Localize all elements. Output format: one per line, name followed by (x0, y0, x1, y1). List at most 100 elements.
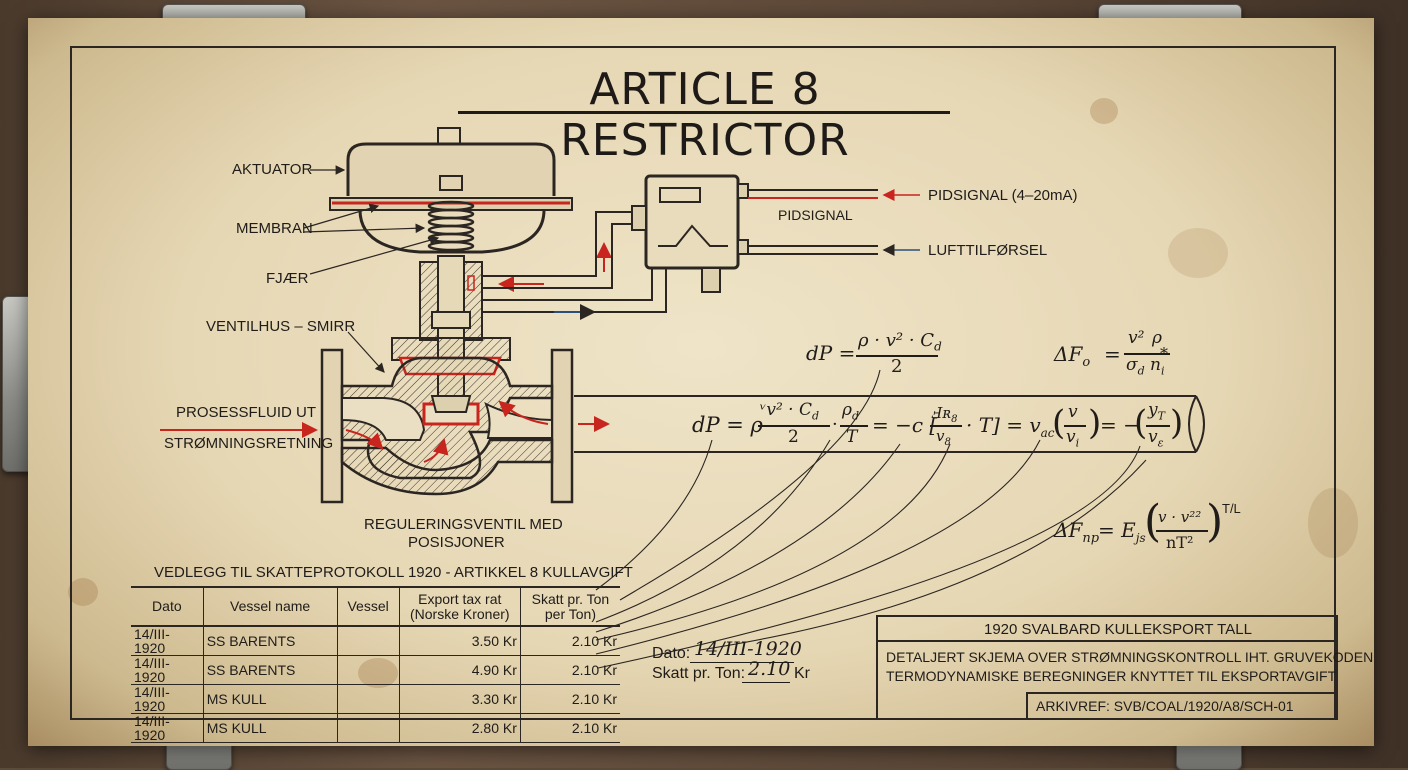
header-vessel: Vessel (336, 586, 400, 627)
eq4-paren-close: ) (1206, 496, 1224, 547)
label-regulering-line2: POSISJONER (408, 534, 505, 551)
cell-vessel (336, 684, 400, 714)
reference-curves (595, 369, 1147, 669)
table-row: 14/III-1920 SS BARENTS 3.50 Kr 2.10 Kr (131, 626, 620, 656)
cell-vessel (336, 655, 400, 685)
eq3-lhs: dP = ρ (692, 413, 763, 437)
pipe (574, 395, 1205, 453)
eq2-frac2-den: ni (1150, 355, 1165, 378)
archive-ref-box (1026, 692, 1338, 720)
eq4-lhs: ΔFnp (1054, 518, 1100, 546)
eq4-numerator: v · v²² (1158, 508, 1202, 526)
eq2-frac1-bar (1124, 353, 1154, 355)
cell-vessel (336, 626, 400, 656)
cell-export-tax: 4.90 Kr (398, 655, 521, 685)
table-row: 14/III-1920 SS BARENTS 4.90 Kr 2.10 Kr (131, 655, 620, 685)
label-fjaer: FJÆR (266, 270, 309, 287)
eq3-frac4-den: vi (1066, 427, 1080, 450)
eq3-paren2-close: ) (1170, 403, 1184, 443)
cell-skatt: 2.10 Kr (519, 655, 620, 685)
label-prosessfluid: PROSESSFLUID UT (176, 404, 317, 421)
note-skatt-value: 2.10 (748, 658, 791, 680)
label-membran: MEMBRAN (236, 220, 313, 237)
pid-controller (631, 174, 920, 293)
eq3-frac5-den: vε (1148, 427, 1164, 450)
pneumatic-lines (482, 211, 667, 320)
label-regulering-line1: REGULERINGSVENTIL MED (364, 516, 563, 533)
stain (1168, 228, 1228, 278)
eq3-frac5-num: yT (1148, 400, 1165, 423)
label-ventilhus: VENTILHUS – SMIRR (206, 318, 356, 335)
cell-vessel (336, 713, 400, 743)
cell-skatt: 2.10 Kr (519, 713, 620, 743)
eq1-denominator: 2 (891, 356, 903, 377)
eq4-exponent: T/L (1222, 501, 1241, 516)
cell-dato: 14/III-1920 (131, 684, 204, 714)
cell-vessel-name: MS KULL (202, 684, 338, 714)
info-box-header-line (876, 640, 1338, 642)
table-header-row: Dato Vessel name Vessel Export tax rat (… (131, 586, 620, 627)
cell-dato: 14/III-1920 (131, 655, 204, 685)
page-title: ARTICLE 8 RESTRICTOR (560, 64, 850, 166)
stain (1090, 98, 1118, 124)
note-dato-label: Dato: (652, 645, 691, 662)
title-underline (458, 111, 950, 114)
eq3-frac4-num: v (1068, 402, 1078, 422)
note-skatt-label: Skatt pr. Ton: (652, 665, 746, 682)
note-dato-value: 14/III-1920 (694, 638, 802, 660)
eq2-frac1-num: v² (1128, 328, 1145, 348)
cell-skatt: 2.10 Kr (519, 626, 620, 656)
eq3-paren2-open: ( (1134, 403, 1148, 443)
eq4-denominator: nT² (1166, 533, 1194, 552)
eq3-frac5-bar (1146, 425, 1170, 427)
header-dato: Dato (131, 586, 204, 627)
eq4-equals: = Ejs (1098, 518, 1146, 545)
stain (68, 578, 98, 606)
label-pidsignal-input: PIDSIGNAL (4–20mA) (928, 187, 1078, 204)
cell-dato: 14/III-1920 (131, 626, 204, 656)
eq4-fraction-bar (1156, 530, 1208, 532)
header-vessel-name: Vessel name (202, 586, 338, 627)
eq3-frac1-bar (758, 425, 830, 427)
eq3-minus: = − (1100, 413, 1140, 437)
eq2-frac2-bar (1146, 353, 1170, 355)
eq2-frac2-num: ρ (1152, 328, 1162, 348)
table-row: 14/III-1920 MS KULL 3.30 Kr 2.10 Kr (131, 684, 620, 714)
eq4-paren-open: ( (1144, 496, 1162, 547)
info-box-header: 1920 SVALBARD KULLEKSPORT TALL (984, 621, 1252, 638)
archive-ref: ARKIVREF: SVB/COAL/1920/A8/SCH-01 (1036, 698, 1294, 714)
eq3-paren-close: ) (1088, 403, 1102, 443)
eq3-frac3-num: Ⅎʀ8 (932, 404, 958, 425)
label-stromningsretning: STRØMNINGSRETNING (164, 435, 334, 452)
label-pidsignal-box: PIDSIGNAL (778, 207, 853, 223)
leader-lines (303, 165, 440, 373)
eq3-tail: · T] = vac (966, 413, 1055, 440)
eq2-equals: = (1104, 342, 1121, 366)
eq3-frac3-bar (930, 425, 962, 427)
cell-export-tax: 3.50 Kr (398, 626, 521, 656)
eq3-frac4-bar (1064, 425, 1086, 427)
cell-dato: 14/III-1920 (131, 713, 204, 743)
eq3-frac1-den: 2 (788, 427, 799, 447)
eq3-frac1-num: ᵛv² · Cd (760, 400, 820, 423)
cell-vessel-name: SS BARENTS (202, 626, 338, 656)
eq1-fraction-bar (856, 355, 938, 357)
cell-vessel-name: SS BARENTS (202, 655, 338, 685)
eq2-lhs: ΔFo (1054, 342, 1091, 370)
info-box-line1: DETALJERT SKJEMA OVER STRØMNINGSKONTROLL… (886, 649, 1374, 665)
eq3-dot: · (832, 414, 838, 435)
table-caption: VEDLEGG TIL SKATTEPROTOKOLL 1920 - ARTIK… (154, 564, 633, 581)
cell-export-tax: 3.30 Kr (398, 684, 521, 714)
valve-body (320, 348, 574, 504)
actuator-dome (329, 127, 573, 254)
eq3-frac2-bar (840, 425, 868, 427)
eq3-frac2-den: T (846, 427, 858, 447)
eq3-mid: = −c [ (872, 413, 938, 437)
tax-table: Dato Vessel name Vessel Export tax rat (… (131, 586, 620, 743)
cell-export-tax: 2.80 Kr (398, 713, 521, 743)
cell-skatt: 2.10 Kr (519, 684, 620, 714)
note-skatt-underline (742, 682, 790, 683)
table-row: 14/III-1920 MS KULL 2.80 Kr 2.10 Kr (131, 713, 620, 743)
eq3-frac3-den: v8 (936, 427, 951, 448)
